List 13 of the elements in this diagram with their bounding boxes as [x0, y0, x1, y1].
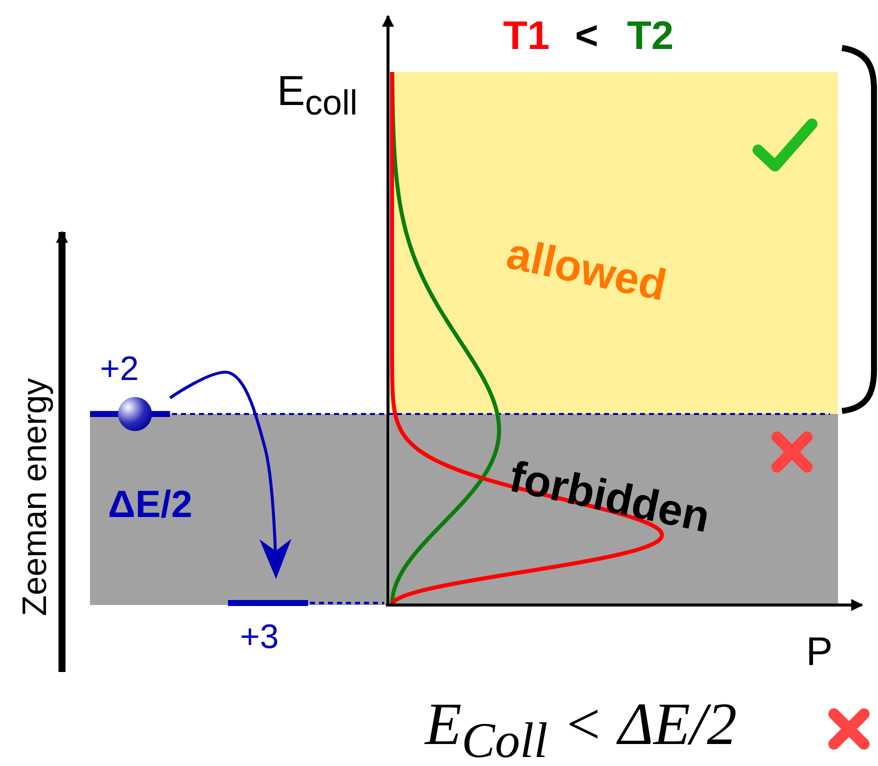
region-label: forbidden — [506, 455, 714, 540]
condition-formula: E$_{Coll}$ < ΔE/2 — [425, 694, 737, 765]
region-label: allowed — [502, 232, 670, 309]
axis-label: E$_{coll}$ — [277, 70, 358, 120]
level-label: +3 — [240, 620, 279, 654]
level-label: +2 — [100, 352, 139, 386]
axis-label: P — [806, 632, 833, 672]
energy-gap-label: ΔE/2 — [108, 486, 192, 524]
axis-label: Zeeman energy — [18, 378, 52, 616]
legend-text: T2 — [627, 16, 674, 56]
transition-arrow — [169, 370, 292, 579]
comparison-sign: < — [575, 16, 598, 56]
legend-text: T1 — [503, 16, 550, 56]
